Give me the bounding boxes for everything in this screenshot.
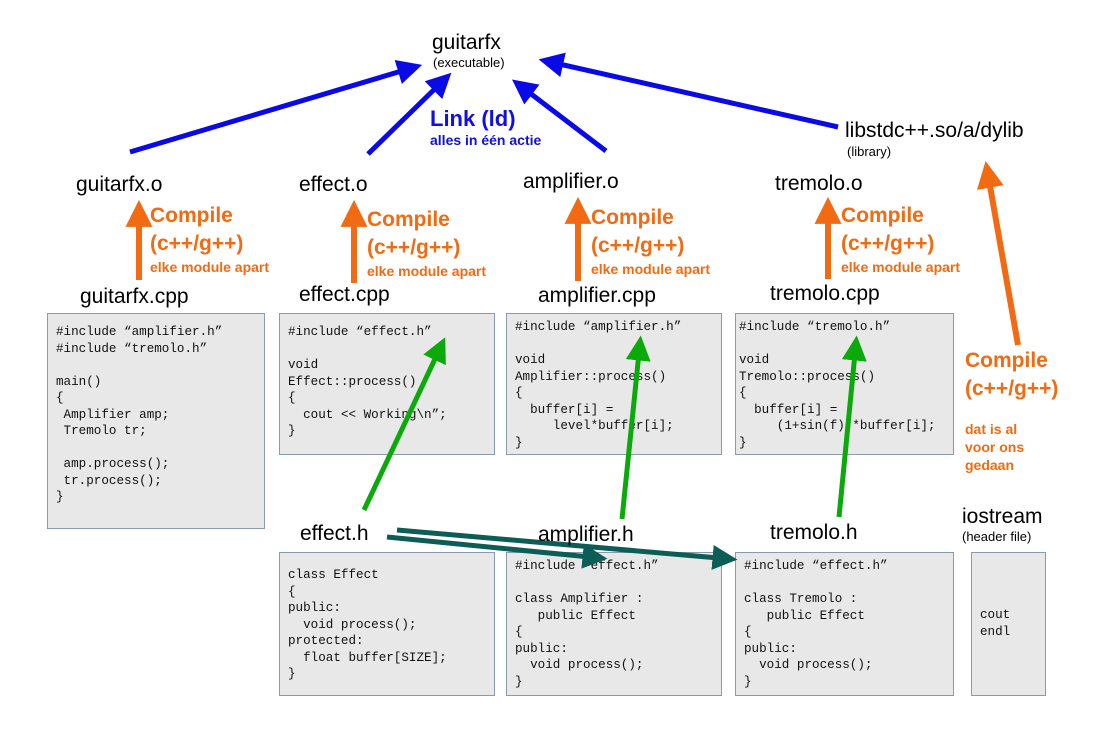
amplifier-cpp-code: #include “amplifier.h” void Amplifier::p… [515, 320, 682, 450]
link-subtitle: alles in één actie [430, 132, 542, 148]
tremolo-cpp-code: #include “tremolo.h” void Tremolo::proce… [739, 320, 936, 450]
amplifier-cpp-code-box: #include “amplifier.h” void Amplifier::p… [506, 313, 722, 455]
tremolo-cpp-code-box: #include “tremolo.h” void Tremolo::proce… [735, 313, 954, 455]
link-title: Link (ld) [430, 106, 516, 131]
effect-h-code-box: class Effect { public: void process(); p… [279, 552, 495, 696]
compile-label-amplifier: Compile (c++/g++) elke module apart [591, 206, 711, 277]
compile-library-note: dat is al voor ons gedaan [965, 421, 1025, 473]
header-name-tremolo-h: tremolo.h [770, 521, 858, 544]
guitarfx-cpp-code-box: #include “amplifier.h” #include “tremolo… [47, 313, 265, 529]
object-amplifier-o: amplifier.o [523, 170, 619, 193]
effect-cpp-code: #include “effect.h” void Effect::process… [288, 325, 447, 438]
compile-label-effect: Compile (c++/g++) elke module apart [367, 208, 487, 279]
header-name-effect-h: effect.h [300, 522, 369, 545]
iostream-subtitle: (header file) [962, 529, 1032, 544]
iostream-code-box: cout endl [971, 552, 1046, 696]
executable-title: guitarfx [432, 31, 501, 54]
link-arrow-guitarfx-o [129, 60, 423, 155]
link-arrow-library [538, 52, 839, 130]
object-tremolo-o: tremolo.o [775, 172, 863, 195]
object-effect-o: effect.o [299, 173, 368, 196]
library-subtitle: (library) [847, 144, 892, 159]
source-name-tremolo-cpp: tremolo.cpp [770, 282, 880, 305]
iostream-code: cout endl [980, 608, 1011, 639]
compile-label-guitarfx: Compile (c++/g++) elke module apart [150, 204, 270, 275]
amplifier-h-code-box: #include “effect.h” class Amplifier : pu… [506, 552, 722, 696]
compile-label-library: Compile (c++/g++) [965, 349, 1059, 400]
amplifier-h-code: #include “effect.h” class Amplifier : pu… [515, 559, 659, 689]
effect-cpp-code-box: #include “effect.h” void Effect::process… [279, 313, 495, 455]
header-name-amplifier-h: amplifier.h [538, 523, 634, 546]
source-name-amplifier-cpp: amplifier.cpp [538, 284, 656, 307]
executable-subtitle: (executable) [433, 55, 505, 70]
tremolo-h-code: #include “effect.h” class Tremolo : publ… [744, 559, 888, 689]
source-name-guitarfx-cpp: guitarfx.cpp [80, 285, 189, 308]
compile-arrow-library [976, 161, 1021, 346]
source-name-effect-cpp: effect.cpp [299, 283, 390, 306]
library-title: libstdc++.so/a/dylib [845, 119, 1024, 142]
effect-h-code: class Effect { public: void process(); p… [288, 568, 447, 681]
object-guitarfx-o: guitarfx.o [76, 173, 163, 196]
tremolo-h-code-box: #include “effect.h” class Tremolo : publ… [735, 552, 954, 696]
guitarfx-cpp-code: #include “amplifier.h” #include “tremolo… [56, 325, 223, 504]
iostream-title: iostream [962, 505, 1043, 528]
compile-label-tremolo: Compile (c++/g++) elke module apart [841, 204, 961, 275]
